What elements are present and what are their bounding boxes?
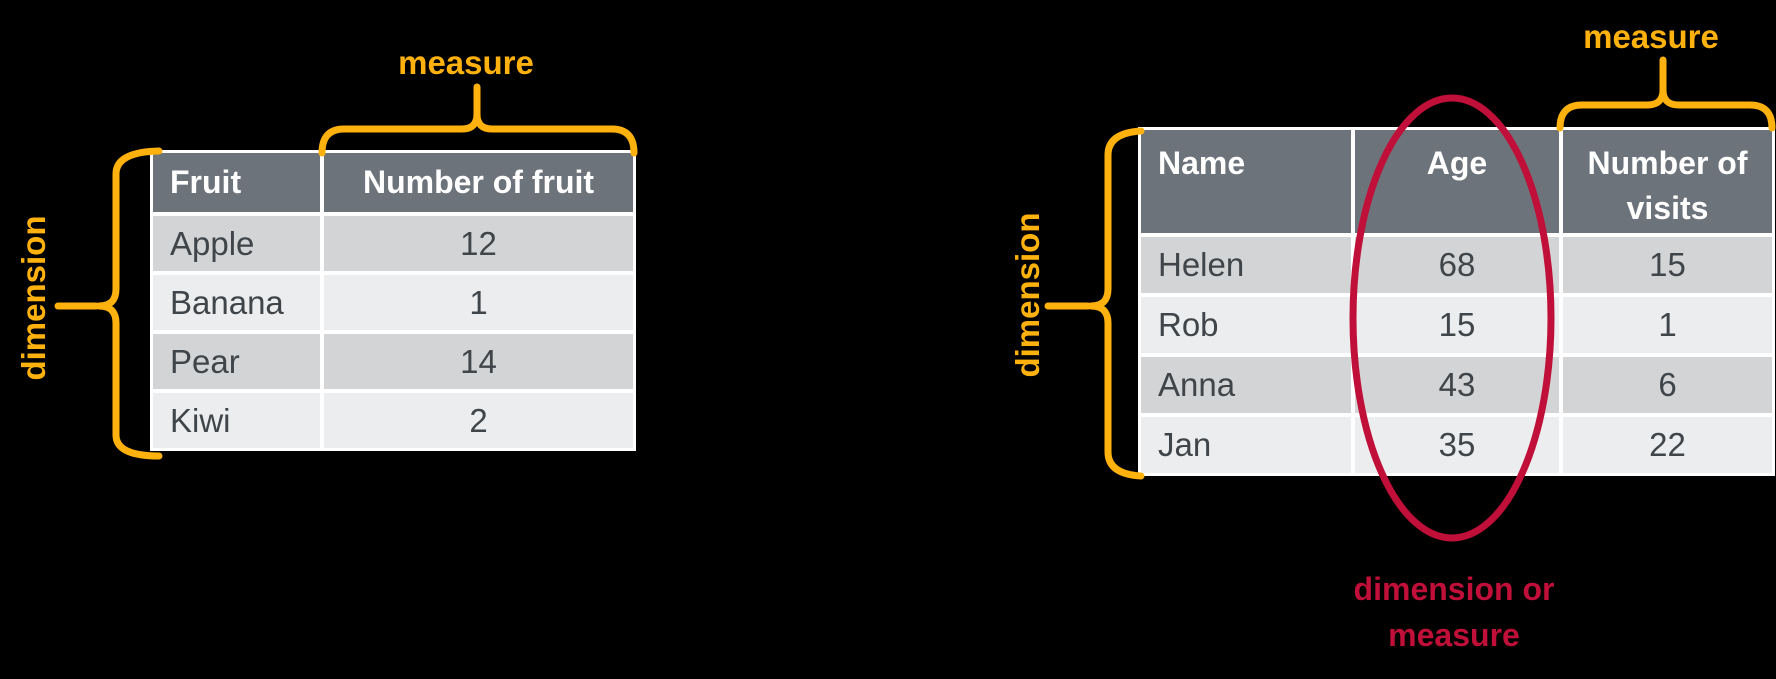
table-cell: 68 <box>1355 237 1559 293</box>
table-cell: Kiwi <box>153 393 320 448</box>
dimension-or-measure-note: dimension or measure <box>1279 566 1629 658</box>
table-cell: Anna <box>1141 357 1351 413</box>
left-measure-label: measure <box>398 44 534 81</box>
table-cell: 1 <box>324 275 633 330</box>
left-dimension-label: dimension <box>15 215 52 381</box>
right-dimension-brace <box>1087 127 1145 480</box>
note-line-1: dimension or <box>1353 571 1555 607</box>
table-cell: Rob <box>1141 297 1351 353</box>
table-cell: 14 <box>324 334 633 389</box>
table-cell: 35 <box>1355 417 1559 473</box>
column-header-age: Age <box>1355 130 1559 233</box>
column-header-number-of-visits: Number of visits <box>1563 130 1772 233</box>
note-line-2: measure <box>1388 617 1520 653</box>
column-header-name: Name <box>1141 130 1351 233</box>
table-cell: Apple <box>153 216 320 271</box>
table-cell: Jan <box>1141 417 1351 473</box>
column-header-number-of-fruit: Number of fruit <box>324 153 633 212</box>
fruit-table: Fruit Number of fruit Apple 12 Banana 1 … <box>150 150 636 451</box>
left-measure-brace <box>318 110 638 157</box>
table-cell: 15 <box>1563 237 1772 293</box>
visitors-table: Name Age Number of visits Helen 68 15 Ro… <box>1138 127 1775 476</box>
table-cell: Helen <box>1141 237 1351 293</box>
right-measure-brace <box>1556 86 1776 132</box>
right-measure-label: measure <box>1583 18 1719 55</box>
table-cell: Pear <box>153 334 320 389</box>
table-cell: Banana <box>153 275 320 330</box>
right-dimension-label: dimension <box>1009 212 1046 378</box>
table-cell: 12 <box>324 216 633 271</box>
table-cell: 6 <box>1563 357 1772 413</box>
column-header-fruit: Fruit <box>153 153 320 212</box>
table-cell: 2 <box>324 393 633 448</box>
table-cell: 15 <box>1355 297 1559 353</box>
table-cell: 1 <box>1563 297 1772 353</box>
table-cell: 22 <box>1563 417 1772 473</box>
table-cell: 43 <box>1355 357 1559 413</box>
